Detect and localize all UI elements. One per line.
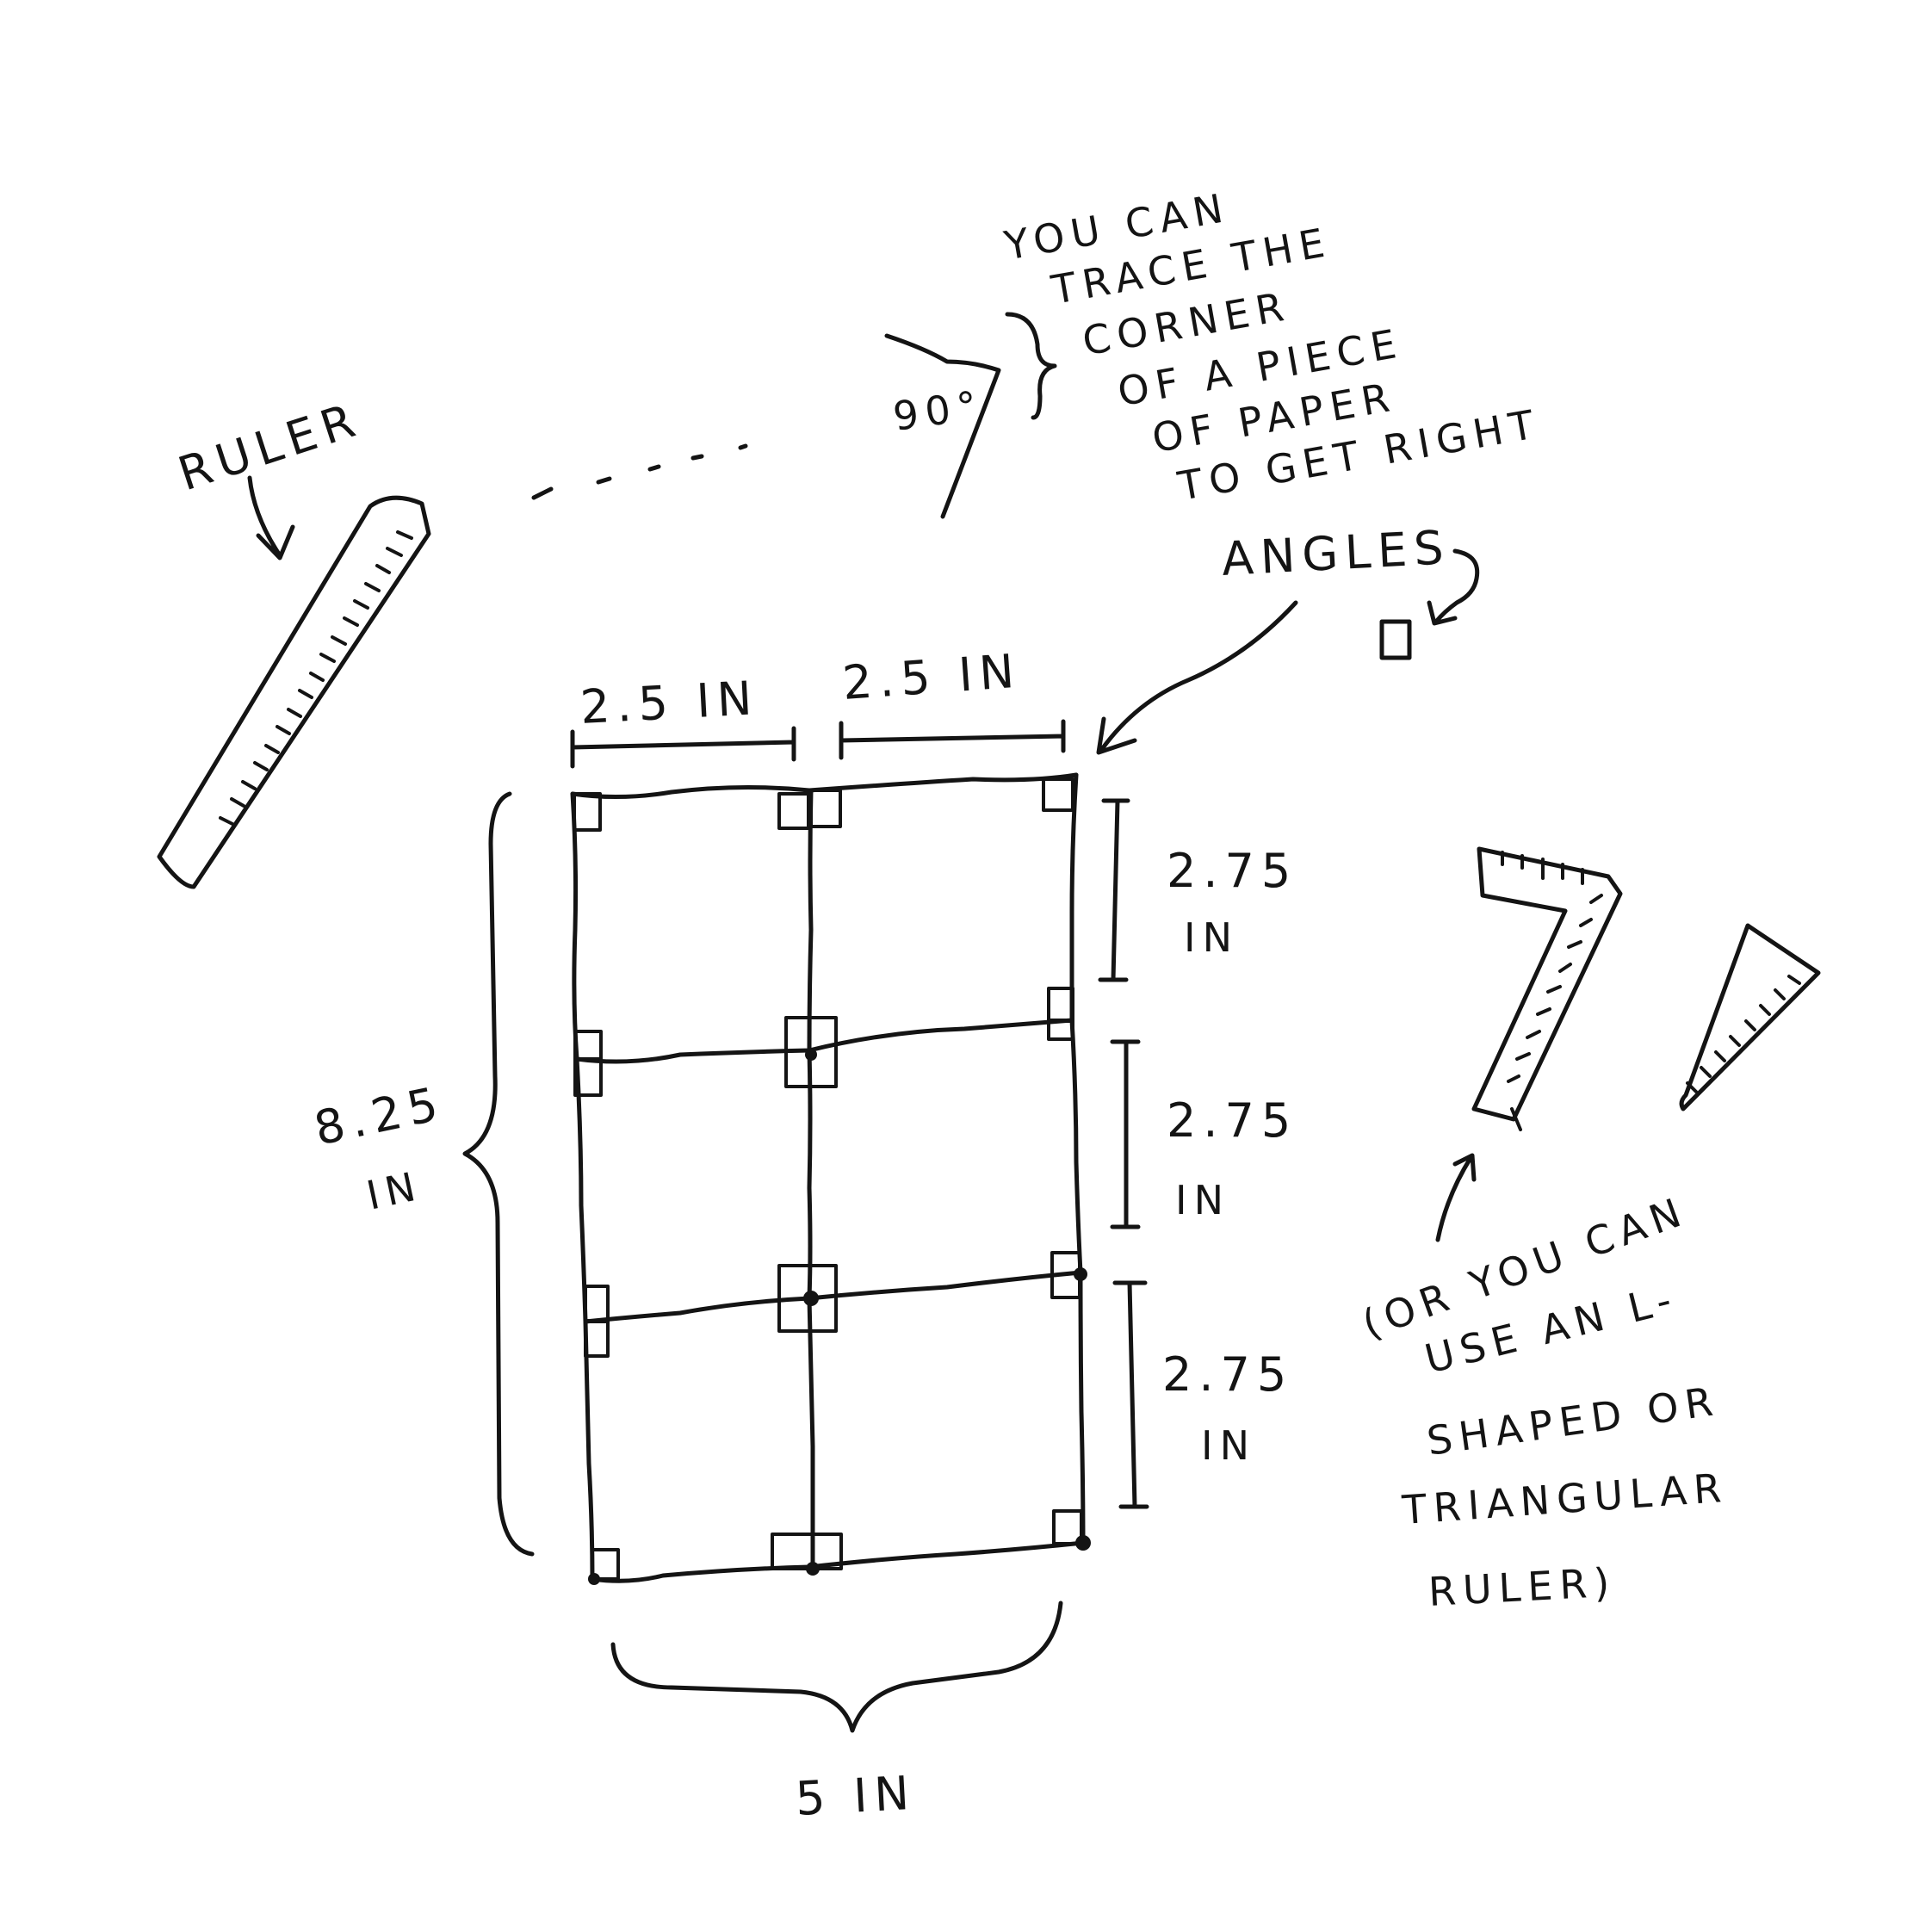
- note-last-line: ANGLES: [1220, 520, 1452, 586]
- row2-dimension: [1110, 1039, 1141, 1229]
- right-angle-symbol-icon: [1379, 619, 1412, 660]
- alt-ruler-arrow: [1435, 1153, 1477, 1242]
- row2-unit-label: IN: [1175, 1177, 1230, 1223]
- top-right-dimension: [839, 719, 1066, 760]
- width-brace: [610, 1601, 1063, 1733]
- top-left-dimension: [570, 726, 796, 769]
- grid-rectangle: [570, 772, 1086, 1583]
- row3-dimension: [1112, 1280, 1149, 1509]
- angle-pointer-arrow: [1096, 600, 1298, 755]
- row1-unit-label: IN: [1184, 914, 1239, 961]
- right-angle-note: YOU CAN TRACE THE CORNER OF A PIECE OF P…: [1000, 184, 1545, 510]
- svg-text:SHAPED OR: SHAPED OR: [1424, 1378, 1722, 1464]
- top-right-width-label: 2.5 IN: [841, 644, 1023, 710]
- curly-arrow: [1427, 548, 1480, 626]
- total-width-label: 5 IN: [794, 1766, 917, 1826]
- ruler-arrow: [247, 475, 295, 560]
- row1-dimension: [1098, 798, 1130, 982]
- angle-label: 90°: [890, 381, 987, 440]
- height-brace: [462, 791, 535, 1557]
- total-height-unit-label: IN: [362, 1162, 426, 1219]
- alternative-ruler-note: (OR YOU CAN USE AN L- SHAPED OR TRIANGUL…: [1356, 1187, 1729, 1615]
- svg-text:TRIANGULAR: TRIANGULAR: [1400, 1464, 1730, 1533]
- triangular-ruler-icon: [1679, 923, 1821, 1112]
- grid-intersection-dots: [588, 1049, 1091, 1585]
- ruler-icon: [157, 495, 431, 889]
- total-height-value-label: 8.25: [310, 1075, 449, 1155]
- grid-corner-markers: [573, 777, 1083, 1581]
- dotted-guide-line: [531, 443, 748, 500]
- row3-unit-label: IN: [1201, 1422, 1256, 1469]
- paper-corner-angle-icon: [884, 333, 1001, 519]
- l-shaped-ruler-icon: [1471, 846, 1623, 1131]
- row2-value-label: 2.75: [1167, 1093, 1297, 1148]
- ruler-label: RULER: [172, 392, 368, 502]
- row3-value-label: 2.75: [1162, 1347, 1293, 1402]
- row1-value-label: 2.75: [1167, 844, 1297, 898]
- note-brace: [1005, 312, 1057, 420]
- top-left-width-label: 2.5 IN: [579, 671, 759, 734]
- svg-text:RULER): RULER): [1427, 1559, 1618, 1615]
